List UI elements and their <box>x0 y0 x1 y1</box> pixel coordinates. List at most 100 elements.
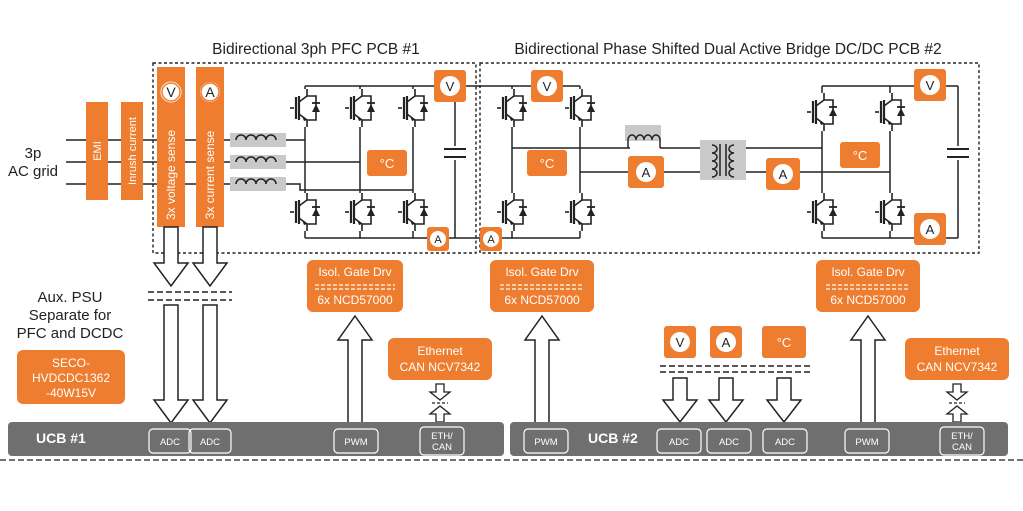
dab-primary-current-badge: A <box>480 227 502 251</box>
svg-text:HVDCDC1362: HVDCDC1362 <box>32 371 110 385</box>
ethernet-link-arrows <box>428 383 969 423</box>
gate-driver-box-dab-secondary: Isol. Gate Drv 6x NCD57000 <box>816 260 920 312</box>
dab-board-outline <box>479 62 980 254</box>
svg-text:V: V <box>926 78 935 93</box>
svg-text:Ethernet: Ethernet <box>417 344 463 358</box>
grid-label-line2: AC grid <box>8 163 58 180</box>
svg-text:°C: °C <box>540 156 555 171</box>
ucb2-adc-port-2: ADC <box>706 428 752 454</box>
current-sense-badge: A <box>200 82 220 102</box>
pwm-arrows <box>336 314 887 424</box>
dab-voltage-sense-badge: V <box>664 326 696 358</box>
svg-text:A: A <box>487 234 495 246</box>
grid-label-line1: 3p <box>25 145 42 162</box>
dab-output-capacitor <box>947 146 969 160</box>
svg-text:V: V <box>166 84 176 100</box>
svg-text:ADC: ADC <box>200 437 220 448</box>
dab-transformer <box>700 140 746 180</box>
svg-text:V: V <box>446 79 455 94</box>
svg-text:CAN: CAN <box>432 442 452 453</box>
isolation-break-ucb1 <box>148 291 232 301</box>
dab-current-sense-badge: A <box>710 326 742 358</box>
svg-text:ADC: ADC <box>775 437 795 448</box>
ucb1-pwm-port: PWM <box>333 428 379 454</box>
svg-text:CAN NCV7342: CAN NCV7342 <box>400 360 481 374</box>
svg-text:°C: °C <box>853 148 868 163</box>
dab-sense-arrows <box>661 377 803 424</box>
dab-secondary-ac-current-badge: A <box>766 158 800 190</box>
ucb2-pwm-port: PWM <box>523 428 569 454</box>
pfc-board-outline <box>152 62 477 254</box>
svg-text:ADC: ADC <box>719 437 739 448</box>
svg-text:ADC: ADC <box>160 437 180 448</box>
svg-text:ETH/: ETH/ <box>431 431 453 442</box>
svg-text:V: V <box>676 335 685 350</box>
emi-filter-box: EMI <box>86 102 108 200</box>
aux-psu-line1: Aux. PSU <box>37 289 102 306</box>
svg-text:3x current sense: 3x current sense <box>203 130 217 219</box>
svg-text:3x voltage sense: 3x voltage sense <box>164 130 178 220</box>
ucb2-adc-port-3: ADC <box>762 428 808 454</box>
svg-text:Isol. Gate Drv: Isol. Gate Drv <box>505 265 578 279</box>
svg-text:A: A <box>722 335 731 350</box>
svg-text:Ethernet: Ethernet <box>934 344 980 358</box>
dab-board-title: Bidirectional Phase Shifted Dual Active … <box>514 41 941 58</box>
svg-text:SECO-: SECO- <box>52 356 90 370</box>
svg-text:°C: °C <box>380 156 395 171</box>
svg-text:ETH/: ETH/ <box>951 431 973 442</box>
ucb1-adc-port-2: ADC <box>188 428 232 454</box>
seco-psu-box: SECO- HVDCDC1362 -40W15V <box>17 350 125 404</box>
ucb2-eth-can-port: ETH/ CAN <box>939 426 985 456</box>
aux-psu-line2: Separate for <box>29 307 112 324</box>
svg-text:CAN NCV7342: CAN NCV7342 <box>917 360 998 374</box>
svg-text:6x NCD57000: 6x NCD57000 <box>830 293 906 307</box>
dab-series-inductor <box>625 125 661 148</box>
svg-text:-40W15V: -40W15V <box>46 386 96 400</box>
aux-psu-line3: PFC and DCDC <box>17 325 124 342</box>
svg-text:6x NCD57000: 6x NCD57000 <box>317 293 393 307</box>
svg-text:°C: °C <box>777 335 792 350</box>
ucb2-pwm-port-2: PWM <box>844 428 890 454</box>
svg-text:PWM: PWM <box>534 437 557 448</box>
svg-text:CAN: CAN <box>952 442 972 453</box>
svg-text:EMI: EMI <box>92 141 104 161</box>
svg-text:A: A <box>779 167 788 182</box>
ucb1-title: UCB #1 <box>36 430 86 446</box>
dab-output-voltage-badge: V <box>914 69 946 101</box>
ucb2-adc-port-1: ADC <box>656 428 702 454</box>
svg-text:A: A <box>642 165 651 180</box>
voltage-sense-badge: V <box>160 81 182 103</box>
sense-arrows <box>152 226 229 425</box>
svg-text:PWM: PWM <box>855 437 878 448</box>
ucb1-eth-can-port: ETH/ CAN <box>419 426 465 456</box>
gate-driver-box-pfc: Isol. Gate Drv 6x NCD57000 <box>307 260 403 312</box>
dab-output-current-badge: A <box>914 213 946 245</box>
dab-primary-ac-current-badge: A <box>628 156 664 188</box>
inrush-current-box: Inrush current <box>121 102 143 200</box>
pfc-inductors <box>230 133 286 191</box>
ethernet-can-box-2: Ethernet CAN NCV7342 <box>905 338 1009 380</box>
pfc-temperature-badge: °C <box>367 150 407 176</box>
svg-text:Inrush current: Inrush current <box>127 117 139 185</box>
isolation-break-ucb2 <box>660 365 810 373</box>
pfc-dc-voltage-badge: V <box>434 70 466 102</box>
svg-text:A: A <box>205 84 215 100</box>
dab-secondary-wiring <box>746 85 959 239</box>
svg-text:Isol. Gate Drv: Isol. Gate Drv <box>831 265 904 279</box>
pfc-board-title: Bidirectional 3ph PFC PCB #1 <box>212 41 420 58</box>
svg-text:PWM: PWM <box>344 437 367 448</box>
svg-text:ADC: ADC <box>669 437 689 448</box>
ucb2-title: UCB #2 <box>588 430 638 446</box>
svg-text:V: V <box>543 79 552 94</box>
ethernet-can-box-1: Ethernet CAN NCV7342 <box>388 338 492 380</box>
ucb2-bar: UCB #2 <box>510 422 1008 456</box>
svg-text:Isol. Gate Drv: Isol. Gate Drv <box>318 265 391 279</box>
dab-primary-temperature-badge: °C <box>527 150 567 176</box>
pfc-dc-link-capacitor <box>444 146 466 160</box>
dab-secondary-temperature-badge: °C <box>840 142 880 168</box>
pfc-dc-current-badge: A <box>427 227 449 251</box>
ucb1-adc-port-1: ADC <box>148 428 192 454</box>
svg-text:A: A <box>434 234 442 246</box>
gate-driver-box-dab-primary: Isol. Gate Drv 6x NCD57000 <box>490 260 594 312</box>
